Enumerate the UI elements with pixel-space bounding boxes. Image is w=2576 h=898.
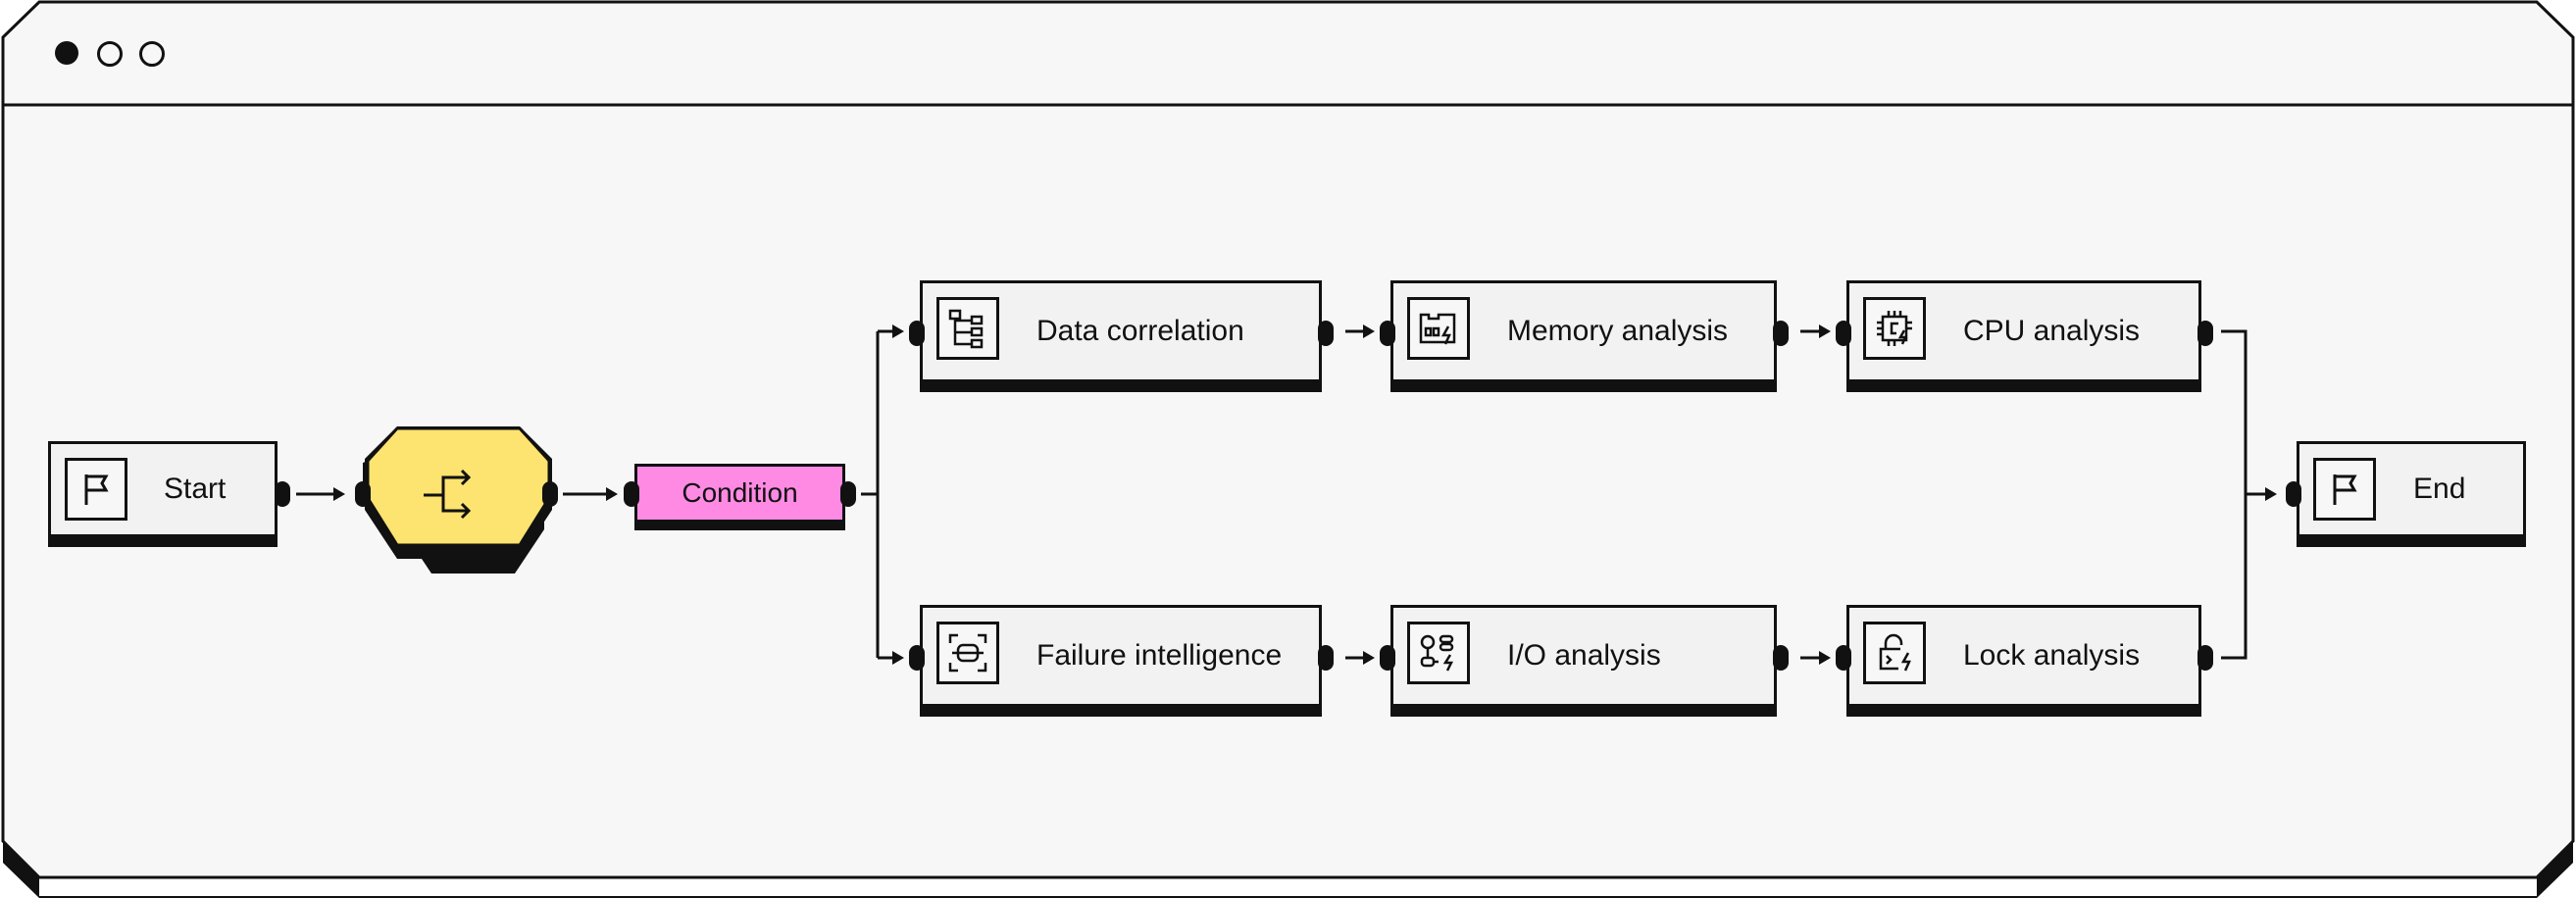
condition-node[interactable]: Condition xyxy=(634,464,845,523)
end-node[interactable]: End xyxy=(2297,441,2526,537)
cpu-analysis-label: CPU analysis xyxy=(1963,315,2141,347)
io-analysis-node[interactable]: I/O analysis xyxy=(1390,605,1777,707)
flag-icon xyxy=(2313,458,2376,521)
memory-card-icon xyxy=(1407,297,1470,360)
router-node[interactable] xyxy=(363,426,552,574)
data-correlation-node[interactable]: Data correlation xyxy=(920,280,1322,382)
cpu-chip-icon xyxy=(1863,297,1926,360)
data-correlation-out-port[interactable] xyxy=(1318,321,1334,346)
failure-intelligence-out-port[interactable] xyxy=(1318,645,1334,671)
io-analysis-out-port[interactable] xyxy=(1773,645,1789,671)
memory-analysis-out-port[interactable] xyxy=(1773,321,1789,346)
failure-intelligence-in-port[interactable] xyxy=(909,645,925,671)
lock-analysis-in-port[interactable] xyxy=(1836,645,1851,671)
memory-analysis-node[interactable]: Memory analysis xyxy=(1390,280,1777,382)
start-out-port[interactable] xyxy=(275,481,290,507)
memory-analysis-in-port[interactable] xyxy=(1380,321,1395,346)
condition-in-port[interactable] xyxy=(624,481,639,507)
split-arrows-icon xyxy=(424,469,472,520)
lock-bolt-icon xyxy=(1863,622,1926,684)
arrowheads xyxy=(333,324,2277,665)
io-analysis-in-port[interactable] xyxy=(1380,645,1395,671)
failure-intelligence-label: Failure intelligence xyxy=(1036,639,1283,672)
start-node[interactable]: Start xyxy=(48,441,278,537)
condition-out-port[interactable] xyxy=(840,481,856,507)
lock-analysis-label: Lock analysis xyxy=(1963,639,2141,672)
lock-analysis-out-port[interactable] xyxy=(2197,645,2213,671)
flag-icon xyxy=(65,458,127,521)
data-correlation-label: Data correlation xyxy=(1036,315,1244,347)
cpu-analysis-out-port[interactable] xyxy=(2197,321,2213,346)
failure-intelligence-node[interactable]: Failure intelligence xyxy=(920,605,1322,707)
condition-label: Condition xyxy=(682,477,798,508)
close-dot[interactable] xyxy=(55,41,78,65)
lock-analysis-node[interactable]: Lock analysis xyxy=(1846,605,2201,707)
data-correlation-in-port[interactable] xyxy=(909,321,925,346)
router-out-port[interactable] xyxy=(542,481,558,507)
start-label: Start xyxy=(164,473,227,505)
io-nodes-icon xyxy=(1407,622,1470,684)
maximize-dot[interactable] xyxy=(139,41,165,67)
io-analysis-label: I/O analysis xyxy=(1507,639,1661,672)
minimize-dot[interactable] xyxy=(97,41,123,67)
hierarchy-icon xyxy=(936,297,999,360)
router-in-port[interactable] xyxy=(355,481,371,507)
memory-analysis-label: Memory analysis xyxy=(1507,315,1729,347)
end-label: End xyxy=(2413,473,2466,505)
end-in-port[interactable] xyxy=(2286,481,2301,507)
scan-icon xyxy=(936,622,999,684)
cpu-analysis-in-port[interactable] xyxy=(1836,321,1851,346)
connectors xyxy=(296,329,2265,660)
cpu-analysis-node[interactable]: CPU analysis xyxy=(1846,280,2201,382)
